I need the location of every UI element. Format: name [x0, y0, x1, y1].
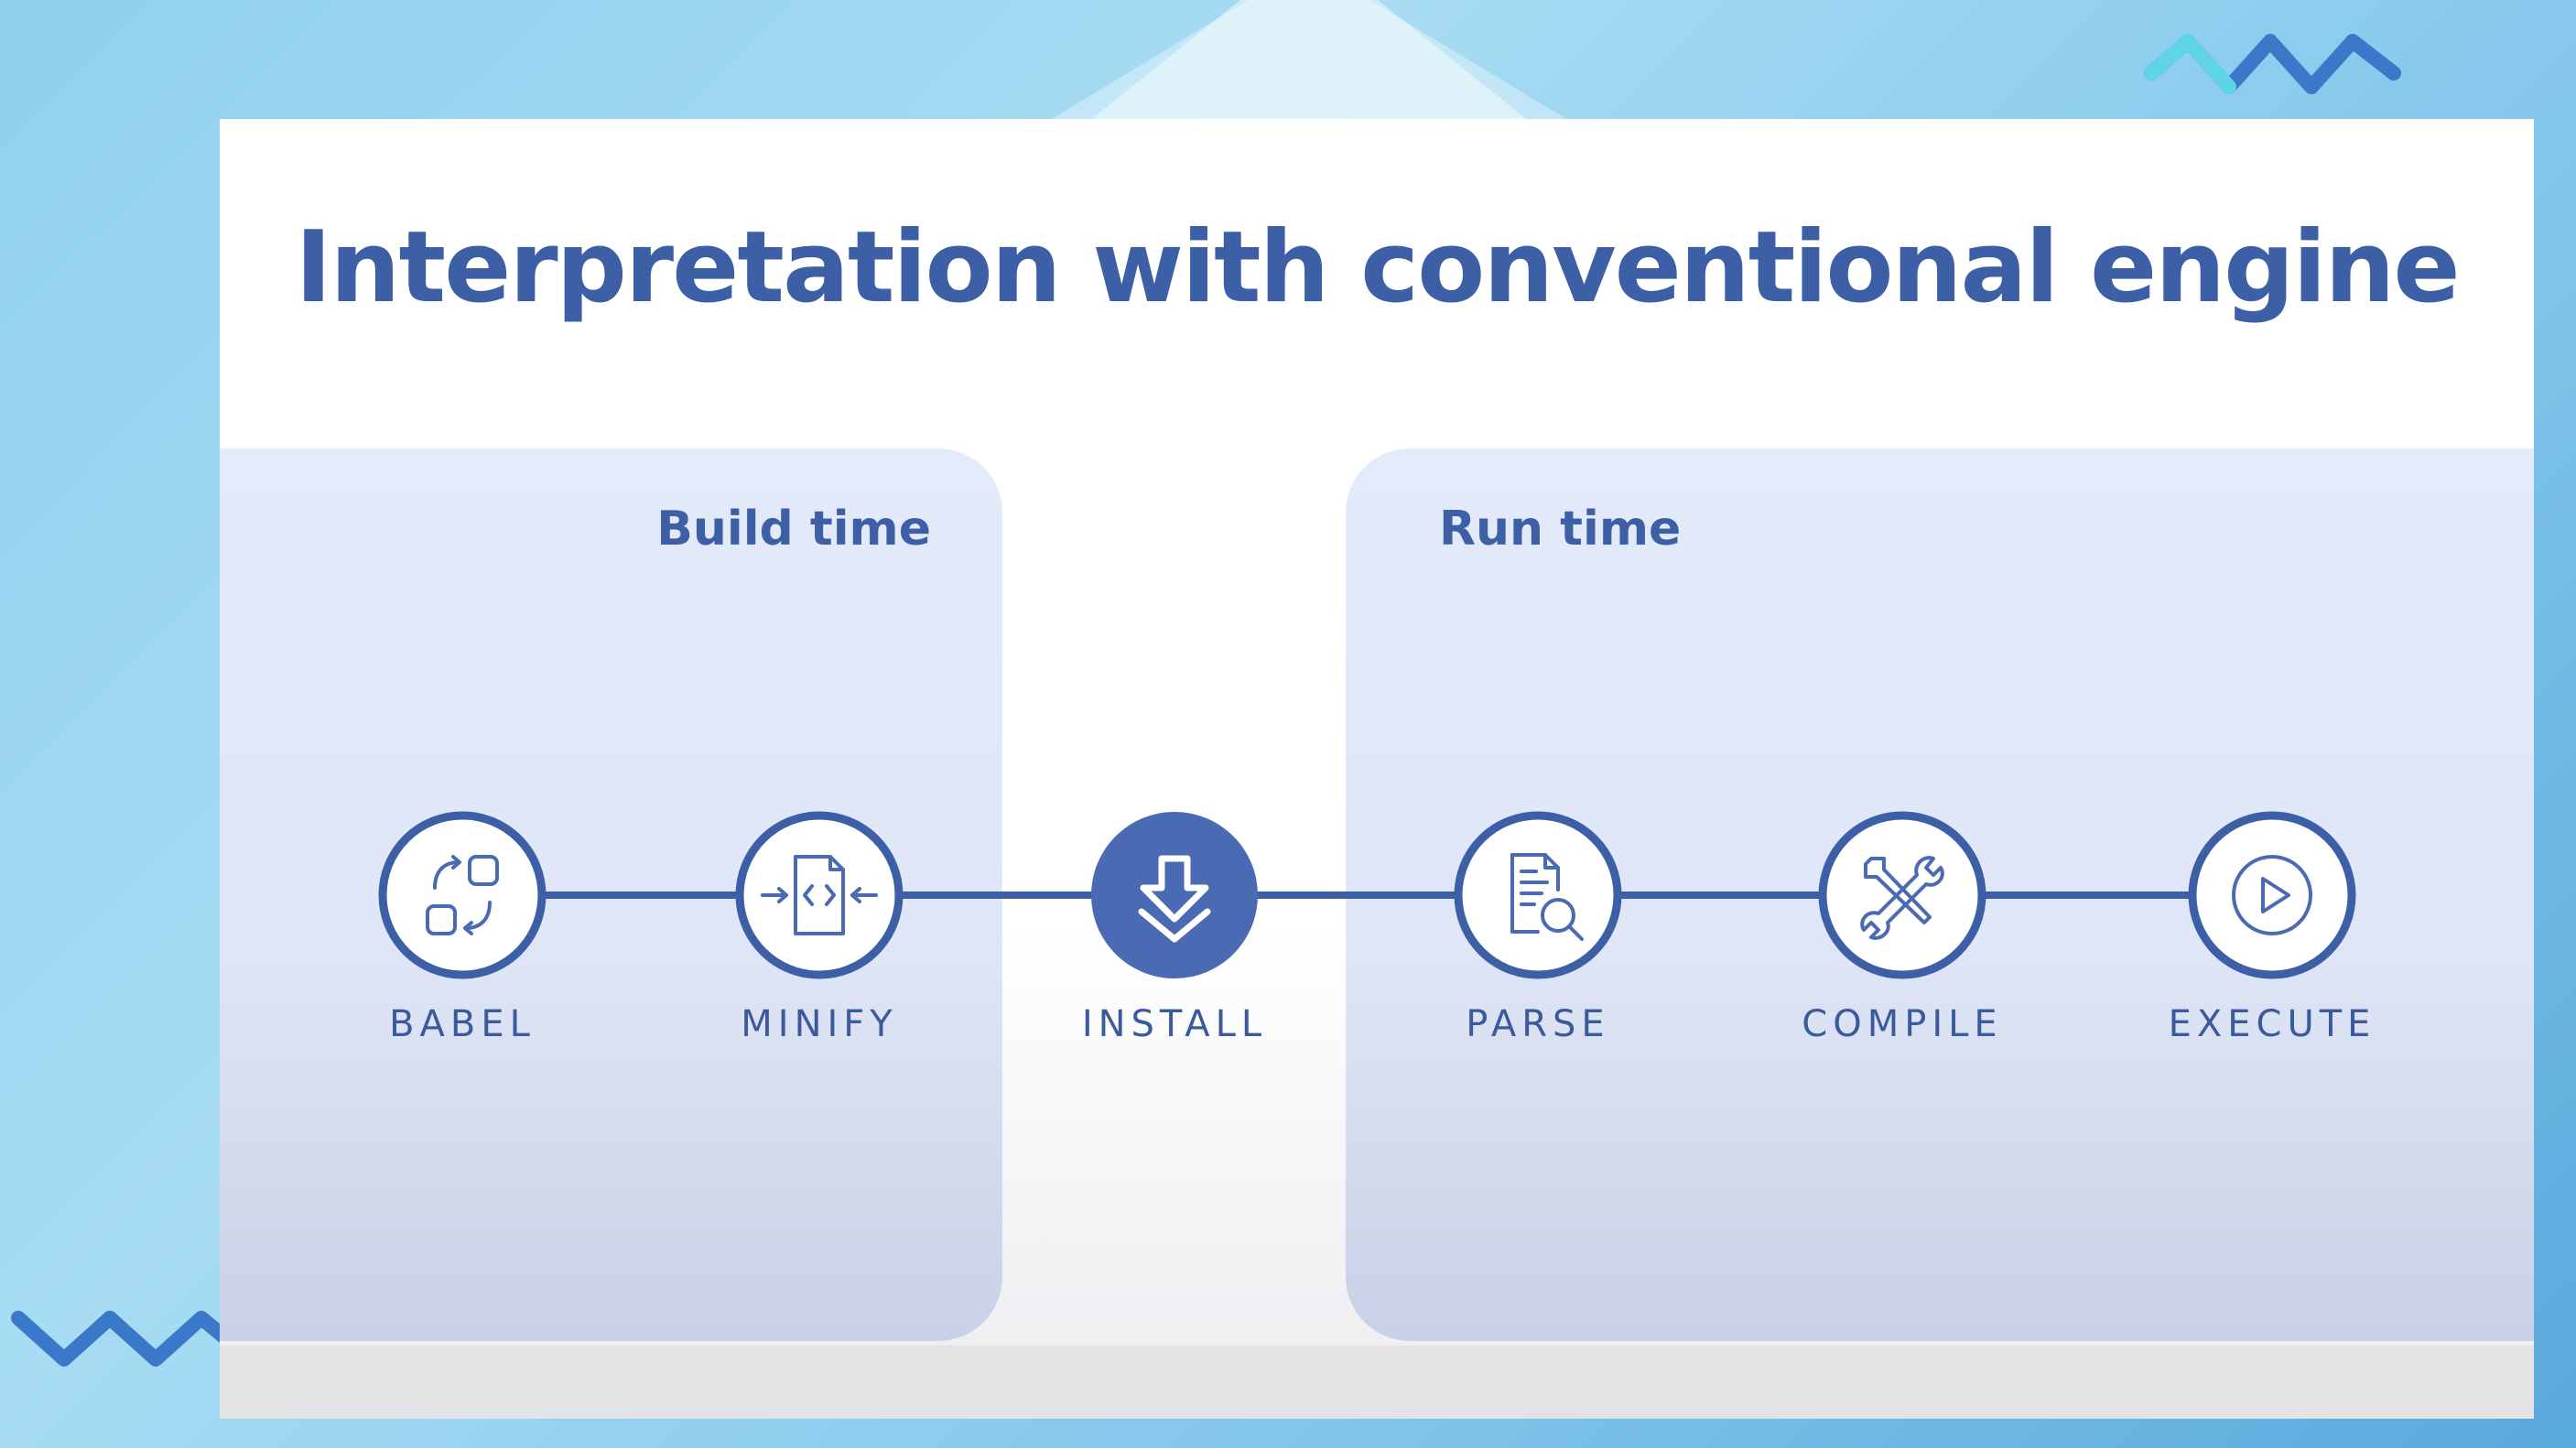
step-compile [1818, 811, 1986, 979]
transform-icon [426, 855, 499, 935]
step-label-minify: MINIFY [741, 1003, 898, 1045]
slide-bottom-band [220, 1345, 2534, 1419]
run-time-title: Run time [1439, 502, 1682, 557]
step-minify [735, 811, 904, 979]
pipeline-flow [378, 811, 2356, 979]
step-label-babel: BABEL [389, 1003, 536, 1045]
download-arrow-icon [1138, 855, 1211, 943]
slide-title: Interpretation with conventional engine [295, 211, 2460, 325]
step-label-execute: EXECUTE [2168, 1003, 2376, 1045]
step-execute [2188, 811, 2356, 979]
play-icon [2232, 855, 2312, 935]
step-label-install: INSTALL [1081, 1003, 1268, 1045]
step-install [1091, 812, 1258, 978]
step-label-parse: PARSE [1466, 1003, 1610, 1045]
tools-icon [1860, 856, 1944, 940]
document-search-icon [1510, 853, 1584, 941]
background-shape-inner [1080, 0, 1538, 128]
zigzag-decoration-bottom [11, 1311, 236, 1367]
step-babel [378, 811, 547, 979]
build-time-title: Build time [656, 502, 931, 557]
step-label-compile: COMPILE [1802, 1003, 2003, 1045]
compress-code-icon [761, 855, 878, 935]
slide: Interpretation with conventional engine … [220, 119, 2534, 1419]
step-parse [1454, 811, 1622, 979]
zigzag-decoration-top [2144, 34, 2401, 94]
